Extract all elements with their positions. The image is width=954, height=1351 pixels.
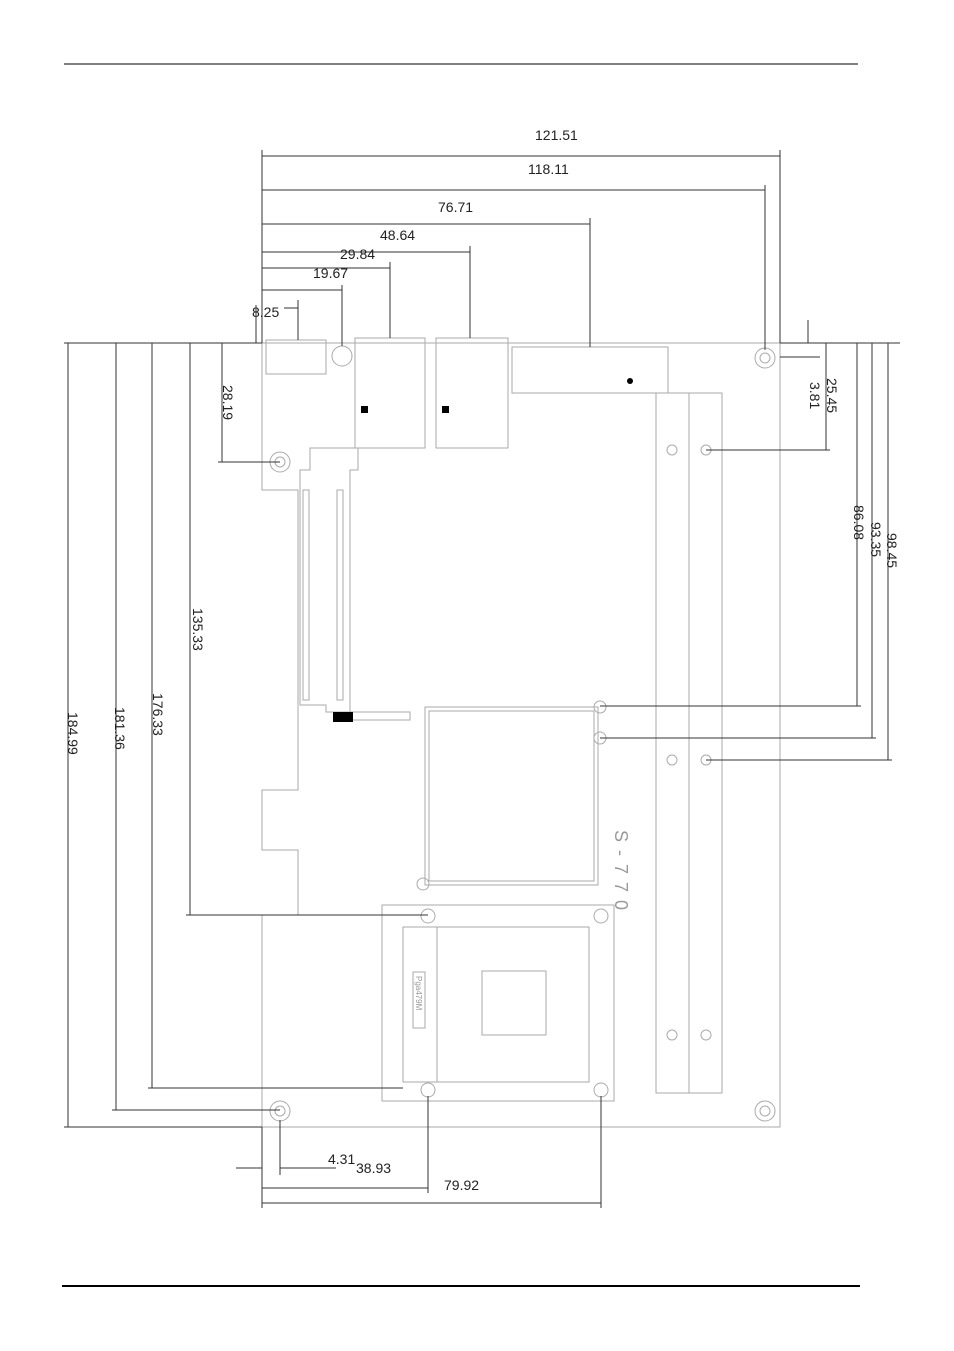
dim-86-08: 86.08 bbox=[851, 505, 867, 540]
dim-176-33: 176.33 bbox=[150, 693, 166, 736]
board-outline: Pga479M S-770 bbox=[261, 337, 781, 1128]
dim-98-45: 98.45 bbox=[884, 533, 900, 568]
bottom-dimensions bbox=[236, 1096, 602, 1208]
model-label: S-770 bbox=[611, 830, 631, 918]
dim-76-71: 76.71 bbox=[438, 199, 473, 215]
dim-184-99: 184.99 bbox=[65, 712, 81, 755]
dim-3-81: 3.81 bbox=[807, 382, 823, 409]
dim-28-19: 28.19 bbox=[220, 385, 236, 420]
dim-181-36: 181.36 bbox=[112, 707, 128, 750]
dim-93-35: 93.35 bbox=[868, 522, 884, 557]
right-dimensions bbox=[600, 320, 900, 761]
socket-label: Pga479M bbox=[414, 976, 423, 1011]
dim-29-84: 29.84 bbox=[340, 246, 375, 262]
dim-118-11: 118.11 bbox=[528, 161, 569, 177]
dim-25-45: 25.45 bbox=[824, 378, 840, 413]
dim-4-31: 4.31 bbox=[328, 1151, 355, 1167]
dim-19-67: 19.67 bbox=[313, 265, 348, 281]
dim-8-25: 8.25 bbox=[252, 304, 279, 320]
dim-121-51: 121.51 bbox=[535, 127, 578, 143]
dim-38-93: 38.93 bbox=[356, 1160, 391, 1176]
dim-135-33: 135.33 bbox=[190, 608, 206, 651]
top-dimensions bbox=[64, 150, 781, 350]
dim-48-64: 48.64 bbox=[380, 227, 415, 243]
dim-79-92: 79.92 bbox=[444, 1177, 479, 1193]
left-dimensions bbox=[64, 343, 428, 1128]
